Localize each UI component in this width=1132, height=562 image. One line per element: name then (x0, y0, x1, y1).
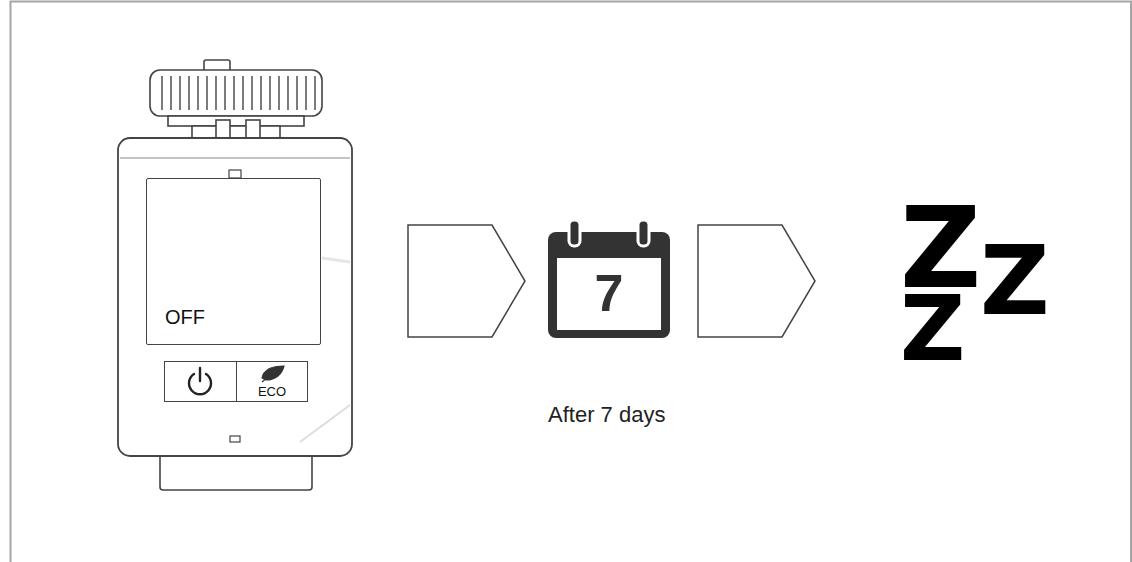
knob-ridge (242, 76, 243, 110)
knob-ridge (278, 76, 279, 110)
step-arrow (408, 225, 525, 337)
knob-ridge (197, 76, 198, 110)
thermostat-knob (150, 60, 322, 140)
knob-ridge (260, 76, 261, 110)
knob-ridge (206, 76, 207, 110)
frame-border (11, 2, 1132, 562)
knob-ridge (188, 76, 189, 110)
knob-ridge (179, 76, 180, 110)
power-button (164, 361, 237, 402)
sleep-symbol: Z (900, 284, 965, 374)
knob-ridge (287, 76, 288, 110)
calendar-icon (548, 220, 670, 338)
caption-text: After 7 days (548, 404, 665, 426)
knob-ridges (162, 76, 315, 110)
sleep-symbol: Z (980, 233, 1050, 329)
node-text: 7 (595, 265, 624, 322)
knob-ridge (170, 76, 171, 110)
knob-ridge (233, 76, 234, 110)
knob-ridge (296, 76, 297, 110)
node-text: ECO (258, 385, 286, 399)
node-text: OFF (165, 306, 205, 328)
power-symbol (189, 368, 211, 394)
knob-ridge (305, 76, 306, 110)
knob-ridge (224, 76, 225, 110)
step-arrow (698, 225, 815, 337)
knob-ridge (215, 76, 216, 110)
knob-ridge (269, 76, 270, 110)
display-screen: OFF (146, 178, 321, 345)
leaf-icon (262, 366, 284, 382)
knob-ridge (161, 76, 162, 110)
eco-button: ECO (236, 361, 308, 402)
knob-ridge (314, 76, 315, 110)
calendar-day: 7 (557, 258, 661, 330)
thermostat-body (118, 138, 352, 490)
knob-ridge (251, 76, 252, 110)
